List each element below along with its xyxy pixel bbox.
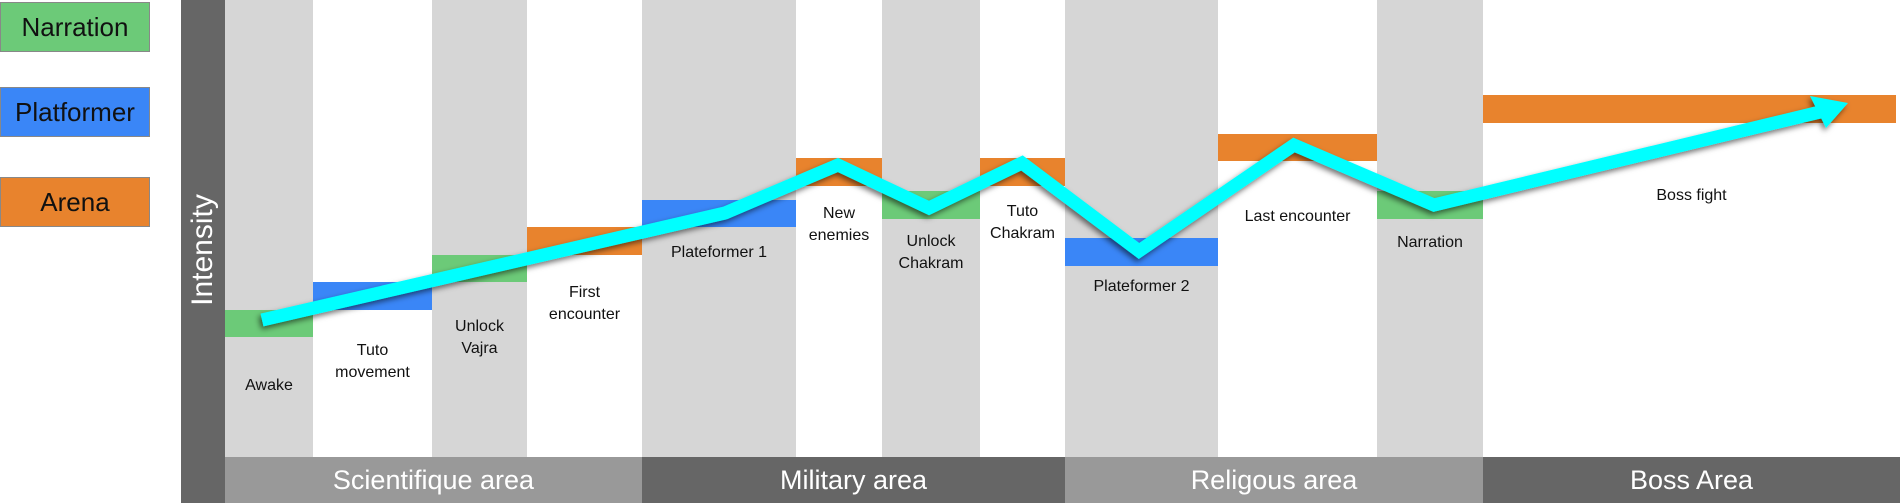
legend-arena: Arena bbox=[0, 177, 150, 227]
segment-column bbox=[432, 0, 527, 457]
legend-label: Arena bbox=[40, 186, 110, 217]
segment-label: New enemies bbox=[808, 205, 870, 244]
segment-label: Boss fight bbox=[1656, 187, 1727, 204]
segment-column bbox=[1483, 0, 1900, 457]
area-band: Scientifique area bbox=[225, 457, 642, 503]
segment-label: Tuto movement bbox=[335, 342, 410, 381]
segment-label: Plateformer 1 bbox=[670, 244, 768, 261]
legend-narration: Narration bbox=[0, 2, 150, 52]
area-band: Religous area bbox=[1065, 457, 1483, 503]
legend-label: Narration bbox=[21, 11, 129, 42]
segment-column bbox=[980, 0, 1065, 457]
legend-label: Platformer bbox=[15, 96, 135, 127]
segment-label: Unlock Vajra bbox=[455, 318, 504, 357]
segment-label: First encounter bbox=[548, 284, 621, 323]
legend-platformer: Platformer bbox=[0, 87, 150, 137]
segment-label: Plateformer 2 bbox=[1093, 278, 1190, 295]
area-label: Military area bbox=[779, 464, 928, 495]
area-band: Military area bbox=[642, 457, 1065, 503]
area-label: Scientifique area bbox=[332, 464, 535, 495]
segment-label: Narration bbox=[1397, 234, 1463, 251]
segment-column bbox=[882, 0, 980, 457]
segment-column bbox=[1377, 0, 1483, 457]
intensity-axis: Intensity bbox=[181, 0, 225, 503]
segment-label: Last encounter bbox=[1244, 208, 1351, 225]
area-label: Boss Area bbox=[1629, 464, 1754, 495]
segment-label: Unlock Chakram bbox=[898, 233, 964, 272]
segment-column bbox=[313, 0, 432, 457]
segment-column bbox=[1218, 0, 1377, 457]
segment-label: Awake bbox=[245, 377, 293, 394]
area-label: Religous area bbox=[1190, 464, 1358, 495]
arrowhead-icon bbox=[1810, 96, 1848, 128]
area-band: Boss Area bbox=[1483, 457, 1900, 503]
segment-column bbox=[796, 0, 882, 457]
segment-column bbox=[1065, 0, 1218, 457]
segment-column bbox=[225, 0, 313, 457]
trend-line bbox=[260, 105, 1822, 327]
segment-label: Tuto Chakram bbox=[990, 203, 1055, 242]
